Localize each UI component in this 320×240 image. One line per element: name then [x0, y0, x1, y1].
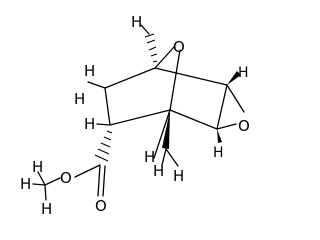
atom-h-methoxy-left: H: [20, 175, 31, 193]
atom-h-top: H: [131, 13, 142, 31]
atom-h-methoxy-down: H: [41, 200, 52, 218]
bond-c2-c3: [104, 87, 111, 126]
bond-ester-osingle: [74, 164, 101, 178]
bond-osingle-methyl: [44, 177, 61, 186]
bond-methyl-h-center: [165, 148, 179, 167]
bond-methyl-h-top: [140, 24, 150, 35]
atom-h-epoxide-left: H: [213, 145, 224, 161]
atom-h-ester-down: H: [153, 162, 164, 180]
bond-c6-oepox: [226, 84, 245, 113]
bond-obridge-c4: [169, 49, 181, 111]
bond-methoxy-h-upper: [37, 171, 46, 186]
structure-diagram: H O H H H H O H H H H O O H H H: [20, 13, 250, 218]
atom-h-methyl-center: H: [173, 167, 184, 185]
atom-h-ring-upper: H: [84, 62, 95, 80]
bond-c2-h: [87, 81, 106, 89]
bond-c1-obridge: [154, 46, 175, 69]
bond-c4-h-left: [153, 109, 171, 159]
bond-c5-h-wedge: [217, 129, 222, 143]
bond-ester-carbonyl-2: [102, 165, 106, 197]
atom-h-left: H: [74, 90, 85, 108]
molecule-drawing: H O H H H H O H H H H O O H H H: [20, 13, 250, 218]
atom-o-carbonyl: O: [95, 197, 107, 215]
atom-h-ester-left: H: [144, 148, 155, 166]
bond-c3-h: [96, 123, 111, 126]
bond-c3-c4: [109, 109, 171, 126]
bond-methoxy-h-down: [44, 184, 47, 201]
bond-methoxy-h-left: [32, 183, 46, 186]
bond-c6-c5: [216, 84, 228, 130]
bond-c1-c2: [104, 67, 156, 89]
bond-c4-methyl-wedge: [162, 110, 170, 149]
atom-h-epoxide-right: H: [238, 65, 249, 81]
atom-o-epoxide: O: [238, 117, 250, 135]
atom-h-methoxy-upper: H: [32, 158, 43, 176]
bond-c4-h-down: [161, 148, 167, 166]
bond-ester-carbonyl-1: [97, 164, 101, 197]
bond-c6-h-wedge: [227, 71, 241, 85]
bond-c5-oepox: [216, 123, 237, 130]
atom-o-bridge: O: [173, 38, 185, 56]
bond-c1-c6: [154, 67, 228, 86]
bond-c4-c5: [169, 109, 218, 130]
bond-c1-methyl-hashed: [144, 33, 158, 63]
bond-c3-ester-hashed: [94, 130, 113, 162]
atom-o-ester-single: O: [60, 169, 72, 187]
atom-h-ring-lower: H: [84, 115, 95, 133]
